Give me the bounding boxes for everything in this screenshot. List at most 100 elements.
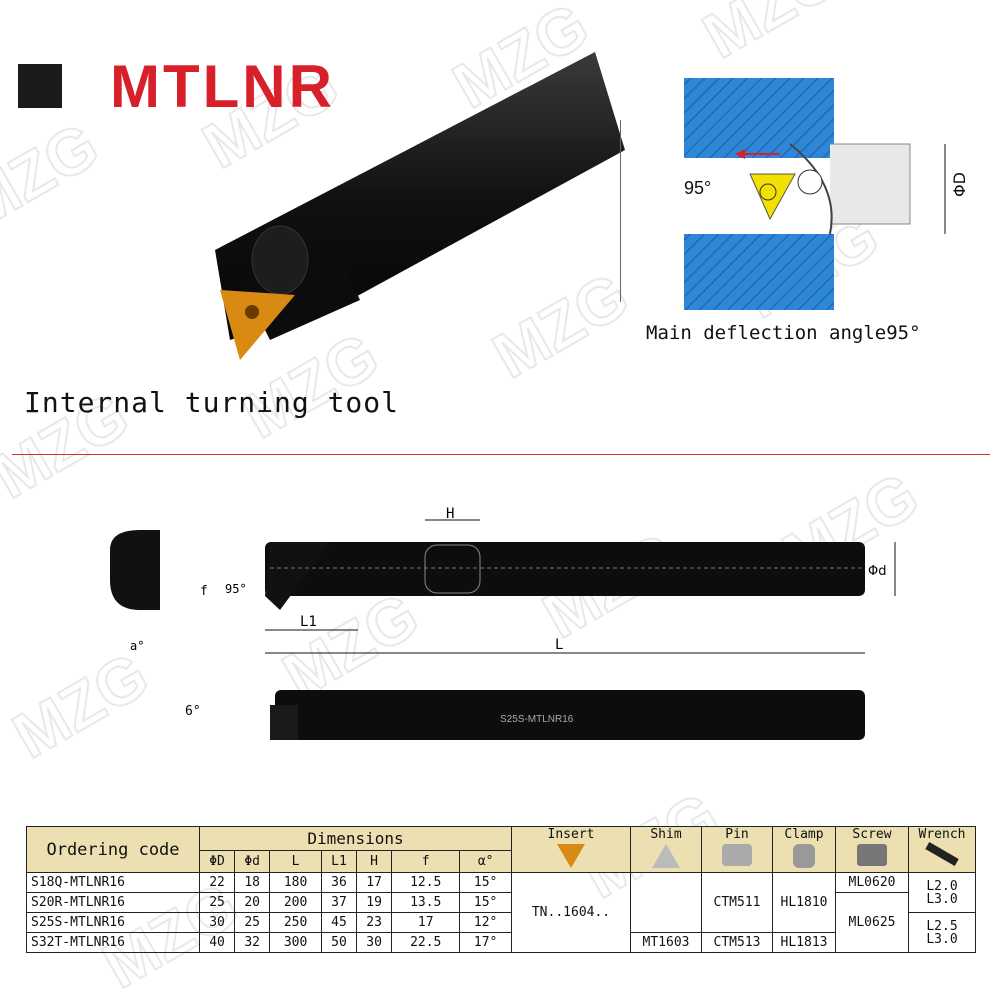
pin-icon xyxy=(722,844,752,866)
screw-header-label: Screw xyxy=(852,827,892,842)
watermark-text: MZG xyxy=(0,109,110,242)
dim-cell: 22.5 xyxy=(391,932,461,953)
dim-cell: 18 xyxy=(234,872,271,893)
dim-cell: 30 xyxy=(356,932,393,953)
insert-icon xyxy=(220,290,295,360)
dim-cell: 32 xyxy=(234,932,271,953)
dim-cell: 13.5 xyxy=(391,892,461,913)
clamp-value: HL1810 xyxy=(772,872,836,933)
dim-cell: 12.5 xyxy=(391,872,461,893)
pin-header: Pin xyxy=(701,826,773,873)
shim-header-label: Shim xyxy=(650,827,682,842)
dimensions-header: Dimensions xyxy=(199,826,512,851)
dim-col-L: L xyxy=(269,850,322,873)
deflection-diagram: 95° ΦD xyxy=(684,78,969,310)
screw-icon xyxy=(857,844,887,866)
d-label: Φd xyxy=(868,564,886,579)
screw-header: Screw xyxy=(835,826,909,873)
table-row: S18Q-MTLNR16 22 18 180 36 17 12.5 15° TN… xyxy=(26,872,976,953)
l1-label: L1 xyxy=(300,614,317,630)
separator-line xyxy=(12,454,990,455)
dim-cell: 17° xyxy=(459,932,512,953)
screw-value: ML0625 xyxy=(835,892,909,953)
pin-value: CTM513 xyxy=(701,932,773,953)
dim-cell: 200 xyxy=(269,892,322,913)
dim-cell: 25 xyxy=(234,912,271,933)
diameter-label: ΦD xyxy=(950,172,969,197)
wrench-value-line: L2.5 xyxy=(926,918,958,934)
angle-label: 95° xyxy=(684,178,711,198)
dim-cell: 40 xyxy=(198,932,236,953)
wrench-header: Wrench xyxy=(908,826,976,873)
wrench-value: L2.0 L3.0 xyxy=(908,872,976,913)
dim-cell: 45 xyxy=(320,912,358,933)
ordering-code: S18Q-MTLNR16 xyxy=(26,872,200,893)
dim-cell: 250 xyxy=(269,912,322,933)
dim-col-d: Φd xyxy=(234,850,271,873)
dim-cell: 15° xyxy=(459,872,512,893)
ordering-code: S20R-MTLNR16 xyxy=(26,892,200,913)
f-label: f xyxy=(200,584,208,599)
dim-cell: 17 xyxy=(391,912,461,933)
wrench-header-label: Wrench xyxy=(918,827,966,842)
clamp-header: Clamp xyxy=(772,826,836,873)
table-row: S32T-MTLNR16 40 32 300 50 30 22.5 17° MT… xyxy=(26,932,976,953)
bar-marking: S25S-MTLNR16 xyxy=(500,714,574,725)
insert-header-label: Insert xyxy=(547,827,595,842)
drawing-angle-label: 95° xyxy=(225,582,247,596)
wrench-value-line: L3.0 xyxy=(926,931,958,947)
six-label: 6° xyxy=(185,704,201,719)
dim-cell: 300 xyxy=(269,932,322,953)
spec-table: Ordering code Dimensions Insert Shim Pin… xyxy=(26,826,976,953)
dim-col-f: f xyxy=(391,850,461,873)
page-title: MTLNR xyxy=(110,53,335,120)
wrench-icon xyxy=(925,842,959,866)
shim-icon xyxy=(652,844,680,868)
wrench-value-line: L2.0 xyxy=(926,878,958,894)
insert-header: Insert xyxy=(511,826,631,873)
dim-cell: 23 xyxy=(356,912,393,933)
dim-cell: 30 xyxy=(198,912,236,933)
dim-cell: 180 xyxy=(269,872,322,893)
clamp-header-label: Clamp xyxy=(784,827,824,842)
dim-col-D: ΦD xyxy=(198,850,236,873)
alpha-label: a° xyxy=(130,639,144,653)
diagram-caption: Main deflection angle95° xyxy=(646,322,921,344)
ordering-code: S25S-MTLNR16 xyxy=(26,912,200,933)
dim-col-alpha: α° xyxy=(459,850,512,873)
h-label: H xyxy=(446,506,454,522)
divider xyxy=(620,120,621,302)
dim-cell: 15° xyxy=(459,892,512,913)
dim-col-L1: L1 xyxy=(320,850,358,873)
ordering-code: S32T-MTLNR16 xyxy=(26,932,200,953)
screw-value: ML0620 xyxy=(835,872,909,893)
dim-cell: 36 xyxy=(320,872,358,893)
insert-value: TN..1604.. xyxy=(511,872,631,953)
dim-cell: 20 xyxy=(234,892,271,913)
title-square-icon xyxy=(18,64,62,108)
dim-cell: 37 xyxy=(320,892,358,913)
pin-value: CTM511 xyxy=(701,872,773,933)
insert-icon xyxy=(557,844,585,868)
dim-col-H: H xyxy=(356,850,393,873)
pin-header-label: Pin xyxy=(725,827,749,842)
table-row: S25S-MTLNR16 30 25 250 45 23 17 12° L2.5… xyxy=(26,912,976,953)
dim-cell: 50 xyxy=(320,932,358,953)
l-label: L xyxy=(555,637,563,653)
dim-cell: 12° xyxy=(459,912,512,933)
wrench-value: L2.5 L3.0 xyxy=(908,912,976,953)
clamp-icon xyxy=(793,844,815,868)
tool-photo xyxy=(215,52,625,360)
shim-header: Shim xyxy=(630,826,702,873)
ordering-code-header: Ordering code xyxy=(26,826,200,873)
dim-cell: 19 xyxy=(356,892,393,913)
shim-empty xyxy=(630,872,702,933)
dim-cell: 17 xyxy=(356,872,393,893)
subtitle: Internal turning tool xyxy=(24,386,400,419)
dim-cell: 22 xyxy=(198,872,236,893)
technical-drawing: H Φd f 95° L1 L a° S25S-MTLNR16 6° xyxy=(110,506,896,740)
wrench-value-line: L3.0 xyxy=(926,891,958,907)
shim-value: MT1603 xyxy=(630,932,702,953)
table-row: S20R-MTLNR16 25 20 200 37 19 13.5 15° ML… xyxy=(26,892,976,953)
clamp-value: HL1813 xyxy=(772,932,836,953)
